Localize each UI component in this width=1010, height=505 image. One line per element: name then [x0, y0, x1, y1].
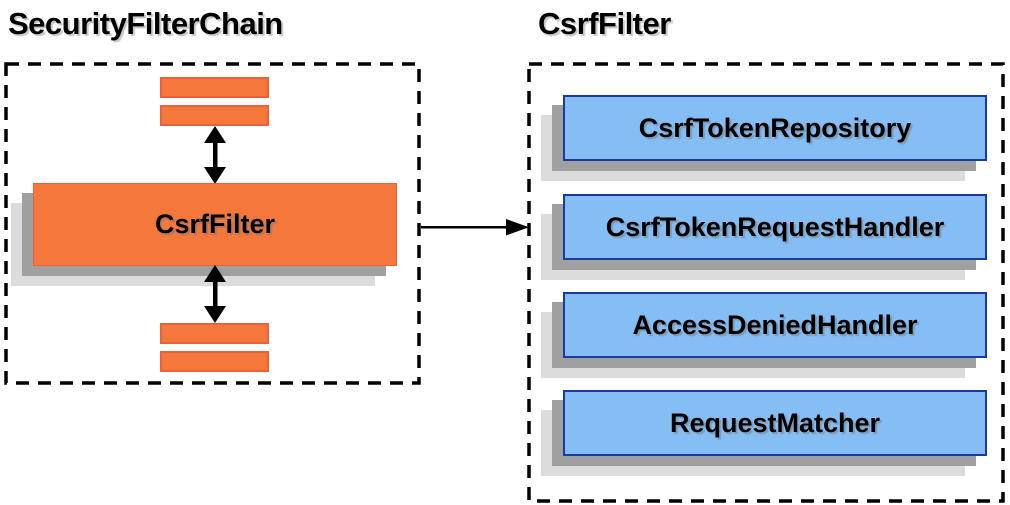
- reference-arrow-icon: [421, 219, 529, 236]
- bidirectional-arrow-icon: [204, 265, 226, 323]
- component-box-csrf-token-request-handler: CsrfTokenRequestHandler: [541, 194, 987, 280]
- component-box-label: AccessDeniedHandler: [563, 292, 987, 358]
- security-filter-chain-title: SecurityFilterChain: [8, 6, 283, 41]
- filter-placeholder-bar: [160, 351, 269, 372]
- security-filter-chain-boundary: [4, 62, 421, 385]
- bidirectional-arrow-icon: [204, 126, 226, 184]
- csrf-filter-box-label: CsrfFilter: [33, 183, 397, 266]
- component-box-label: CsrfTokenRepository: [563, 95, 987, 161]
- component-box-label: RequestMatcher: [563, 390, 987, 456]
- component-box-access-denied-handler: AccessDeniedHandler: [541, 292, 987, 378]
- csrf-filter-boundary: [527, 62, 1005, 503]
- csrf-filter-title: CsrfFilter: [538, 6, 671, 41]
- filter-placeholder-bar: [160, 77, 269, 98]
- component-box-label: CsrfTokenRequestHandler: [563, 194, 987, 260]
- component-box-csrf-token-repository: CsrfTokenRepository: [541, 95, 987, 181]
- filter-placeholder-bar: [160, 105, 269, 126]
- csrf-filter-box: CsrfFilter: [11, 183, 397, 286]
- component-box-request-matcher: RequestMatcher: [541, 390, 987, 476]
- filter-placeholder-bar: [160, 323, 269, 344]
